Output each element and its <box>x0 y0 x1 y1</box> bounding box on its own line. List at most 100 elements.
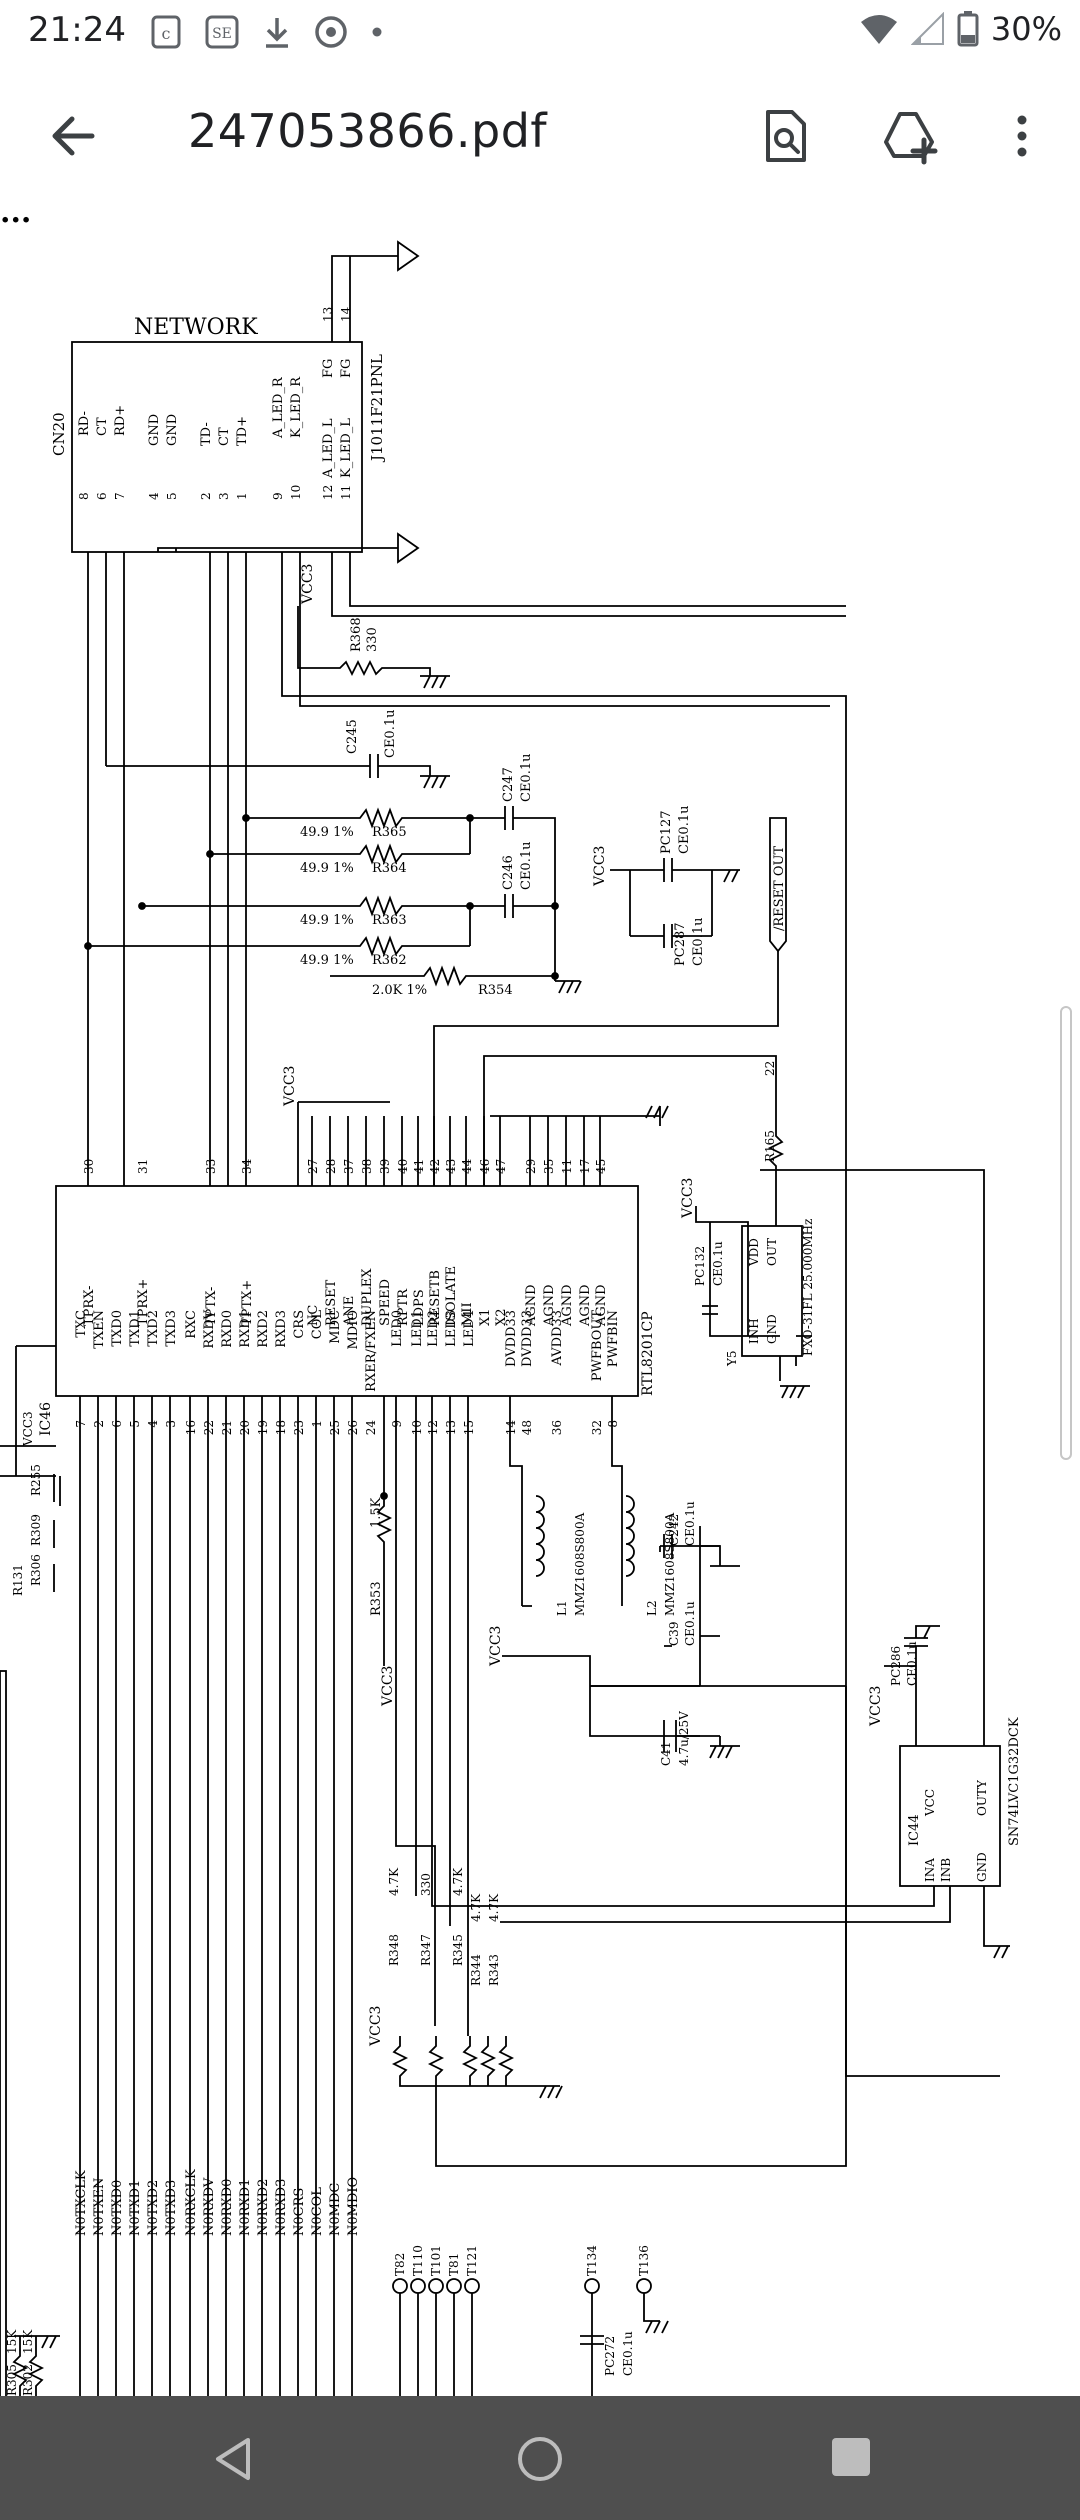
cn-pin-num: 10 <box>289 485 303 500</box>
add-to-drive-icon[interactable] <box>880 106 940 166</box>
notification-app-icon: c <box>151 15 181 49</box>
ic44-pin-gnd: GND <box>975 1852 989 1882</box>
pc272-ref: PC272 <box>603 2336 617 2376</box>
app-bar: 247053866.pdf <box>0 66 1080 206</box>
ic46-top-pin-label: X1 <box>478 1308 493 1326</box>
tp-t81: T81 <box>447 2253 461 2276</box>
cn-pin-gnd2: GND <box>165 414 180 446</box>
status-right: 30% <box>859 10 1062 48</box>
net-label: N0RXDV <box>202 2177 217 2236</box>
net-label: N0RXD1 <box>238 2179 253 2236</box>
vcc3-label: VCC3 <box>592 846 608 887</box>
r305-value: 15K <box>5 2329 19 2354</box>
ic46-top-pin-number: 37 <box>342 1159 356 1174</box>
ic46-bottom-pin-number: 24 <box>364 1420 378 1436</box>
vcc3-label: VCC3 <box>680 1178 696 1219</box>
page-heading: ... <box>0 206 31 230</box>
ic46-bottom-pin-number: 48 <box>520 1420 534 1435</box>
cn-pin-num: 2 <box>199 492 213 500</box>
r363-value: 49.9 1% <box>300 913 354 928</box>
ic46-top-pin-label: AGND <box>542 1284 557 1327</box>
ic46-bottom-pin-number: 6 <box>110 1420 124 1428</box>
ic46-bottom-pin-number: 26 <box>346 1420 360 1435</box>
net-label: N0RXD0 <box>220 2179 235 2236</box>
ic46-top-pin-label: TPTX+ <box>240 1280 255 1326</box>
ic46-top-pin-number: 30 <box>82 1159 96 1174</box>
r309-ref: R309 <box>29 1514 43 1546</box>
r345-ref: R345 <box>451 1934 465 1966</box>
more-options-icon[interactable] <box>992 106 1052 166</box>
r365-ref: R365 <box>372 825 407 840</box>
ic46-bottom-pin-number: 13 <box>444 1420 458 1435</box>
pc287-ref: PC287 <box>673 922 688 966</box>
nav-recents-icon[interactable] <box>828 2434 874 2480</box>
page-scrollbar[interactable] <box>1060 1006 1072 1460</box>
ic46-ref: IC46 <box>38 1402 54 1436</box>
net-label: N0TXD1 <box>128 2180 143 2236</box>
pdf-page-viewport[interactable]: ... NETWORK CN20 J1011F21PNL RD- CT RD+ … <box>0 206 1080 2396</box>
c41-value: 4.7u/25V <box>677 1711 691 1766</box>
ic46-bottom-pin-number: 18 <box>274 1420 288 1435</box>
ic46-top-pin-number: 40 <box>396 1159 410 1174</box>
ic44-pin-inb: INB <box>939 1858 953 1882</box>
ic44-part: SN74LVC1G32DCK <box>1007 1717 1022 1846</box>
ic46-bottom-pin-number: 1 <box>310 1420 324 1428</box>
ic46-top-pin-label: LDPS <box>412 1289 427 1326</box>
net-label: N0COL <box>310 2187 325 2236</box>
cn-pin-k-led-l: K_LED_L <box>339 418 354 478</box>
ic46-bottom-pin-number: 19 <box>256 1420 270 1435</box>
ic46-bottom-pin-label: PWFBOUT <box>590 1310 605 1382</box>
y5-part: FXO-31FL 25.000MHz <box>801 1219 815 1356</box>
ic46-bottom-pin-label: TXD3 <box>164 1310 179 1347</box>
ic44-pin-ina: INA <box>923 1858 937 1882</box>
cn-pin-fg2: FG <box>339 359 354 378</box>
back-arrow-icon[interactable] <box>44 106 104 166</box>
tp-t110: T110 <box>411 2245 425 2276</box>
ic46-bottom-pin-label: PWFBIN <box>606 1310 621 1367</box>
ic46-top-pin-number: 39 <box>378 1159 392 1174</box>
ic46-bottom-pin-number: 21 <box>220 1420 234 1435</box>
c39-ref: C39 <box>667 1622 681 1646</box>
net-label: N0TXD0 <box>110 2180 125 2236</box>
ic46-top-pin-number: 44 <box>460 1158 474 1174</box>
ic46-bottom-pin-label: TXD0 <box>110 1310 125 1347</box>
ic46-bottom-pin-label: LED0 <box>390 1310 405 1347</box>
ic46-top-pin-label: X2 <box>494 1308 509 1326</box>
r348-ref: R348 <box>387 1934 401 1966</box>
ic46-bottom-pin-number: 14 <box>504 1420 518 1436</box>
pc127-ref: PC127 <box>659 810 674 854</box>
battery-percent: 30% <box>990 10 1062 48</box>
ic46-top-pin-label: RESET <box>324 1279 339 1326</box>
ic46-bottom-pin-label: LED1 <box>410 1310 425 1347</box>
connector-title: NETWORK <box>134 315 258 340</box>
net-label: N0RXD2 <box>256 2179 271 2236</box>
net-label: N0RXCLK <box>184 2169 199 2236</box>
nav-home-icon[interactable] <box>515 2434 565 2484</box>
search-document-icon[interactable] <box>756 106 816 166</box>
ic46-bottom-pin-label: RXD0 <box>220 1310 235 1348</box>
download-icon <box>266 18 288 48</box>
r347-ref: R347 <box>419 1934 433 1966</box>
r345-value: 4.7K <box>451 1867 465 1896</box>
ic46-top-pin-number: 17 <box>578 1159 592 1174</box>
nav-back-icon[interactable] <box>210 2434 260 2484</box>
y5-pin-out: OUT <box>765 1238 779 1266</box>
r131-ref: R131 <box>11 1564 25 1596</box>
ic46-top-pin-number: 35 <box>542 1159 556 1174</box>
ic46-bottom-pin-number: 20 <box>238 1420 252 1435</box>
ic46-bottom-pin-label: TXC <box>74 1310 89 1338</box>
r368-ref: R368 <box>349 617 364 652</box>
vcc3-label: VCC3 <box>868 1686 884 1727</box>
ic46-top-pin-number: 43 <box>444 1159 458 1174</box>
system-navigation-bar <box>0 2396 1080 2520</box>
ic46-top-pin-number: 47 <box>494 1159 508 1174</box>
r348-value: 4.7K <box>387 1867 401 1896</box>
tp-t82: T82 <box>393 2253 407 2276</box>
ic46-bottom-pin-number: 32 <box>590 1420 604 1435</box>
ic46-top-pin-label: TPRX- <box>82 1286 97 1326</box>
r344-value: 4.7K <box>469 1893 483 1922</box>
ic46-bottom-pin-label: TXD1 <box>128 1310 143 1347</box>
ic44-pin-outy: OUTY <box>975 1779 989 1816</box>
ic46-top-pin-label: AGND <box>578 1284 593 1327</box>
net-label: N0TXEN <box>92 2178 107 2236</box>
